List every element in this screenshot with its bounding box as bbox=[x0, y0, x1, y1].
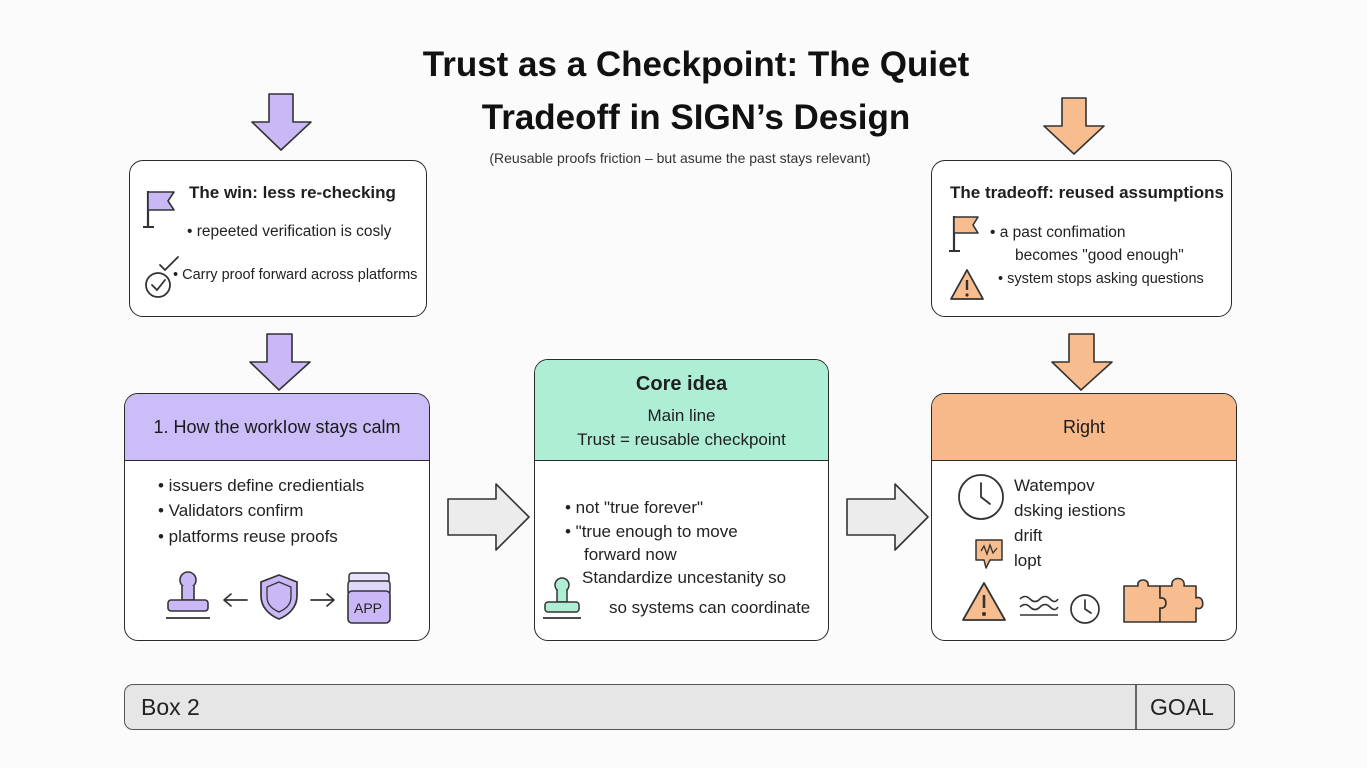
right-arrow-left bbox=[447, 483, 530, 551]
warning-icon bbox=[950, 269, 984, 300]
panel-header-line: Trust = reusable checkpoint bbox=[577, 430, 786, 449]
card-title: The win: less re-checking bbox=[189, 183, 396, 202]
panel-workflow: 1. How the workIow stays calm • issuers … bbox=[124, 393, 430, 641]
down-arrow-mid-right bbox=[1051, 333, 1113, 391]
panel-core-idea: Core idea Main line Trust = reusable che… bbox=[534, 359, 829, 641]
down-arrow-mid-left bbox=[249, 333, 311, 391]
bar-divider bbox=[1135, 685, 1137, 729]
panel-header-line: Main line bbox=[647, 406, 716, 425]
bullet-item: • repeeted verification is cosly bbox=[187, 223, 392, 240]
down-arrow-top-left bbox=[251, 93, 312, 151]
warning-icon bbox=[962, 582, 1006, 621]
bullet-item: • not "true forever" bbox=[565, 498, 704, 517]
bar-right-label: GOAL bbox=[1150, 694, 1214, 720]
bullet-item: • system stops asking questions bbox=[998, 271, 1204, 287]
chat-bubble-icon bbox=[975, 539, 1003, 569]
down-arrow-top-right bbox=[1043, 97, 1105, 155]
check-circle-icon bbox=[145, 256, 179, 298]
bullet-item: • platforms reuse proofs bbox=[158, 527, 338, 546]
list-item: drift bbox=[1014, 526, 1043, 545]
clock-icon bbox=[1070, 594, 1100, 624]
list-item: lopt bbox=[1014, 551, 1042, 570]
diagram-title: Trust as a Checkpoint: The Quiet Tradeof… bbox=[422, 45, 970, 137]
card-title: The tradeoff: reused assumptions bbox=[950, 183, 1224, 202]
wave-icon bbox=[1019, 595, 1059, 616]
arrow-right-icon bbox=[310, 593, 335, 607]
bullet-item: • Carry proof forward across platforms bbox=[173, 267, 418, 283]
flag-icon bbox=[143, 191, 175, 228]
list-item: dsking iestions bbox=[1014, 501, 1126, 520]
bottom-bar: Box 2 GOAL bbox=[124, 684, 1235, 730]
clock-icon bbox=[958, 474, 1004, 520]
bullet-item: • Validators confirm bbox=[158, 501, 304, 520]
diagram-subtitle: (Reusable proofs friction – but asume th… bbox=[489, 150, 871, 166]
arrow-left-icon bbox=[223, 593, 248, 607]
puzzle-icon bbox=[1123, 577, 1204, 623]
right-arrow-right bbox=[846, 483, 929, 551]
card-the-tradeoff: The tradeoff: reused assumptions • a pas… bbox=[931, 160, 1232, 317]
list-item: Watempov bbox=[1014, 476, 1095, 495]
panel-header bbox=[535, 360, 828, 461]
card-the-win: The win: less re-checking • repeeted ver… bbox=[129, 160, 427, 317]
bullet-item: becomes "good enough" bbox=[1015, 247, 1184, 264]
stamp-icon bbox=[166, 571, 210, 619]
panel-right: Right Watempov dsking iestions drift lop… bbox=[931, 393, 1237, 641]
shield-icon bbox=[260, 574, 298, 620]
bullet-item: so systems can coordinate bbox=[609, 598, 811, 617]
stamp-icon bbox=[543, 577, 581, 619]
bullet-item: • a past confimation bbox=[990, 224, 1126, 241]
bullet-item: • "true enough to move bbox=[565, 522, 738, 541]
bar-left-label: Box 2 bbox=[141, 694, 200, 720]
bullet-item: Standardize uncestanity so bbox=[582, 568, 787, 587]
panel-header: Right bbox=[932, 394, 1236, 461]
app-label: APP bbox=[354, 600, 383, 616]
panel-header: 1. How the workIow stays calm bbox=[125, 394, 429, 461]
flag-icon bbox=[949, 216, 979, 252]
app-icon bbox=[347, 572, 391, 624]
bullet-item: forward now bbox=[584, 545, 677, 564]
bullet-item: • issuers define credientials bbox=[158, 476, 365, 495]
panel-header-title: Core idea bbox=[635, 373, 728, 395]
